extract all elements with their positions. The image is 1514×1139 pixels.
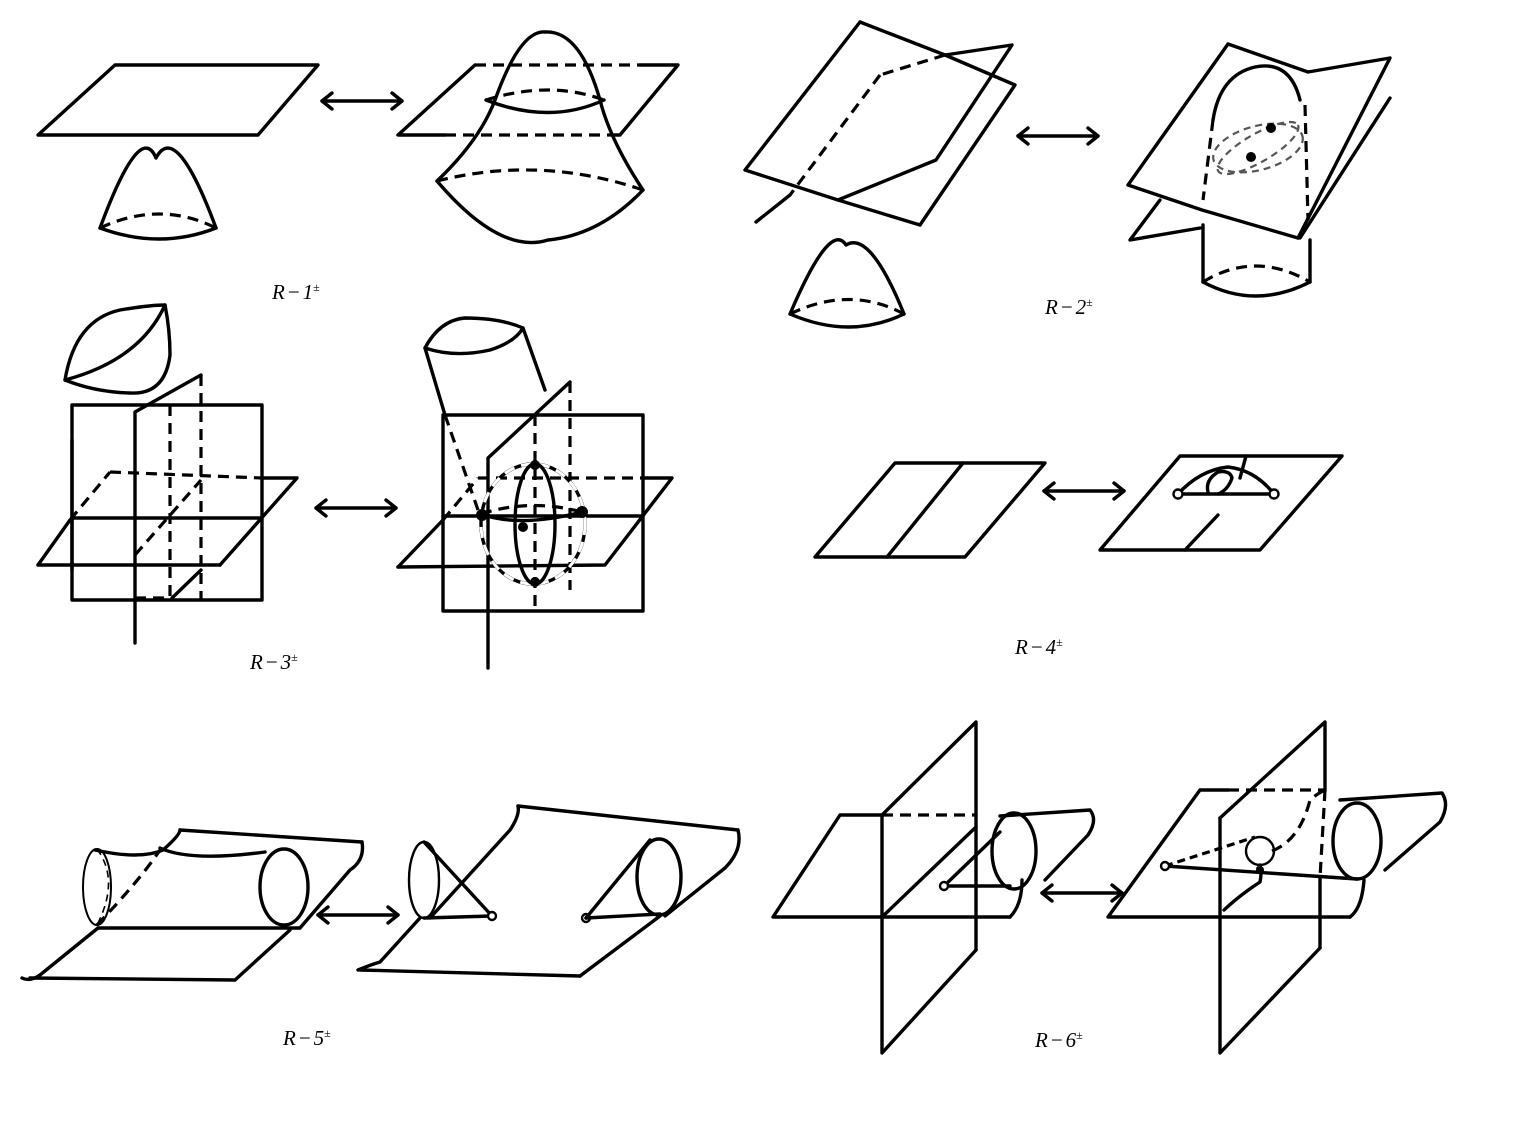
- label-sep: −: [287, 280, 300, 304]
- label-sup: ±: [1056, 635, 1063, 649]
- cap: [63, 303, 172, 395]
- label-base: R: [272, 280, 285, 304]
- label-base: R: [1035, 1028, 1048, 1052]
- label-index: 3: [280, 650, 292, 674]
- move-r4-right: [1098, 454, 1344, 552]
- double-headed-arrow-icon: [314, 498, 398, 518]
- label-index: 1: [302, 280, 314, 304]
- cap-surface: [435, 30, 645, 192]
- label-base: R: [283, 1026, 296, 1050]
- move-label-r3: R−3±: [250, 650, 298, 675]
- label-sep: −: [1030, 635, 1043, 659]
- move-r5-left: [20, 828, 365, 982]
- move-r1-left: [36, 63, 320, 241]
- move-label-r5: R−5±: [283, 1026, 331, 1051]
- move-label-r1: R−1±: [272, 280, 320, 305]
- label-sup: ±: [1076, 1028, 1083, 1042]
- label-index: 4: [1045, 635, 1057, 659]
- label-index: 6: [1065, 1028, 1077, 1052]
- move-r1-right: [396, 30, 680, 245]
- double-headed-arrow-icon: [1040, 883, 1124, 903]
- label-sup: ±: [1086, 295, 1093, 309]
- label-index: 2: [1075, 295, 1087, 319]
- move-r5-right: [356, 804, 741, 978]
- label-index: 5: [313, 1026, 325, 1050]
- move-r2-left: [743, 20, 1017, 329]
- double-headed-arrow-icon: [316, 905, 400, 925]
- move-label-r2: R−2±: [1045, 295, 1093, 320]
- move-r3-left: [36, 303, 299, 645]
- cap-rim-hidden: [99, 212, 217, 230]
- move-label-r6: R−6±: [1035, 1028, 1083, 1053]
- label-sep: −: [298, 1026, 311, 1050]
- label-base: R: [1015, 635, 1028, 659]
- move-r3-right: [396, 316, 674, 670]
- label-sep: −: [265, 650, 278, 674]
- label-sep: −: [1060, 295, 1073, 319]
- cap-surface: [98, 146, 218, 230]
- plane: [36, 63, 320, 137]
- label-base: R: [250, 650, 263, 674]
- move-r6-left: [771, 720, 1096, 1055]
- move-r4-left: [813, 461, 1047, 559]
- double-headed-arrow-icon: [1016, 126, 1100, 146]
- label-sup: ±: [313, 280, 320, 294]
- label-sup: ±: [291, 650, 298, 664]
- move-r6-right: [1106, 720, 1448, 1055]
- double-headed-arrow-icon: [320, 91, 404, 111]
- move-label-r4: R−4±: [1015, 635, 1063, 660]
- label-sep: −: [1050, 1028, 1063, 1052]
- double-headed-arrow-icon: [1042, 481, 1126, 501]
- move-r2-right: [1126, 42, 1392, 298]
- label-base: R: [1045, 295, 1058, 319]
- cap-rim: [98, 226, 218, 241]
- label-sup: ±: [324, 1026, 331, 1040]
